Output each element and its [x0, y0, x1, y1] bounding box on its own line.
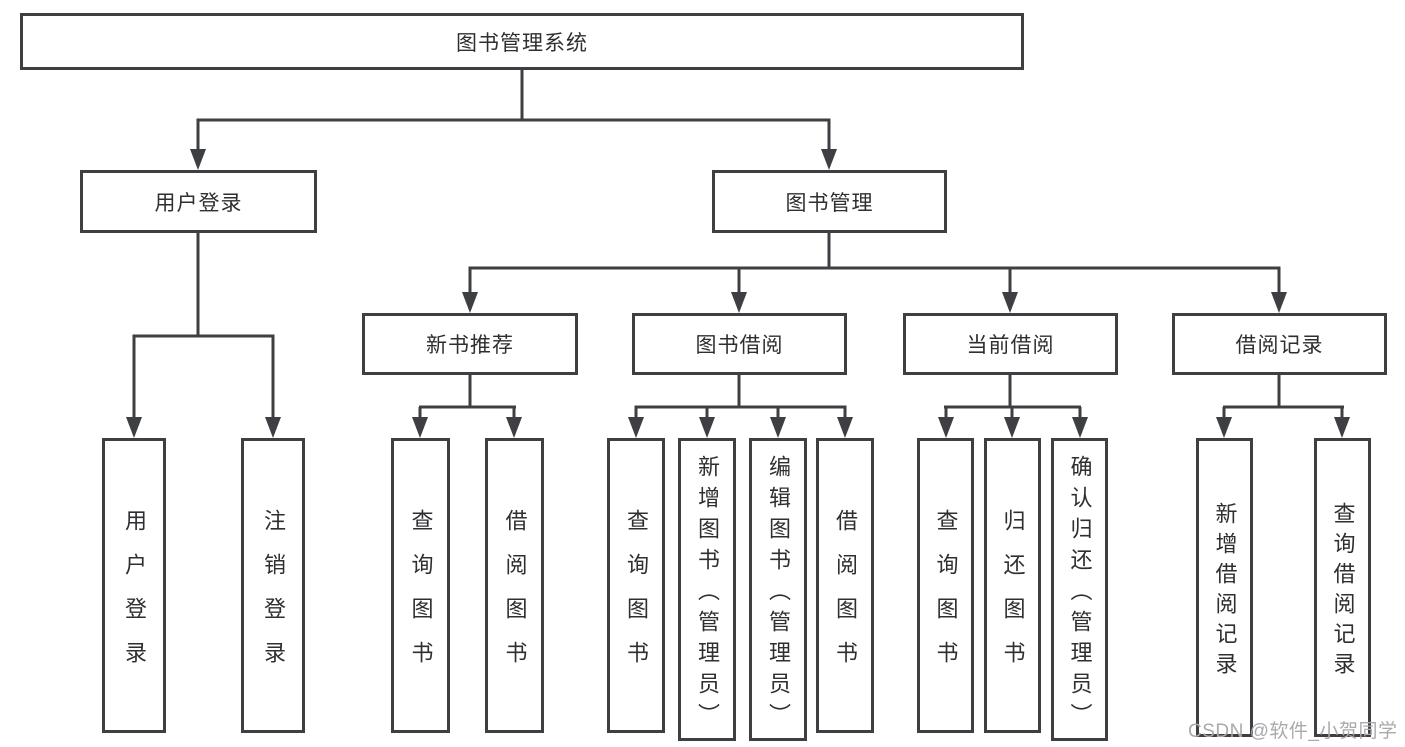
node-borrow-record: 借阅记录 — [1172, 313, 1387, 375]
node-label: 图书借阅 — [695, 334, 784, 357]
leaf-add-book-admin: 新增图书（管理员） — [678, 438, 736, 741]
node-label: 借阅记录 — [1235, 334, 1324, 357]
leaf-query-book-recommend: 查询图书 — [391, 438, 450, 733]
node-current-borrow: 当前借阅 — [903, 313, 1118, 375]
node-label: 新增图书（管理员） — [695, 454, 720, 734]
node-label: 借阅图书 — [833, 508, 858, 685]
csdn-watermark: CSDN @软件_小贺同学 — [1188, 721, 1398, 742]
node-user-login: 用户登录 — [80, 170, 317, 233]
leaf-query-book-borrow: 查询图书 — [607, 438, 665, 733]
node-label: 编辑图书（管理员） — [766, 454, 791, 734]
leaf-query-book-current: 查询图书 — [917, 438, 974, 733]
node-label: 注销登录 — [261, 508, 286, 685]
node-book-borrow: 图书借阅 — [632, 313, 847, 375]
leaf-borrow-book-recommend: 借阅图书 — [485, 438, 544, 733]
node-label: 查询借阅记录 — [1330, 501, 1356, 682]
leaf-logout: 注销登录 — [241, 438, 305, 733]
node-label: 新书推荐 — [426, 334, 514, 357]
node-label: 当前借阅 — [966, 334, 1055, 357]
node-book-management: 图书管理 — [712, 170, 947, 233]
node-root: 图书管理系统 — [20, 13, 1024, 70]
leaf-return-book: 归还图书 — [984, 438, 1041, 733]
node-label: 用户登录 — [154, 191, 243, 215]
leaf-user-login: 用户登录 — [102, 438, 166, 733]
node-label: 新增借阅记录 — [1212, 501, 1238, 682]
leaf-confirm-return-admin: 确认归还（管理员） — [1051, 438, 1108, 741]
node-label: 查询图书 — [933, 508, 959, 685]
leaf-edit-book-admin: 编辑图书（管理员） — [749, 438, 807, 741]
node-label: 用户登录 — [122, 508, 147, 685]
node-label: 查询图书 — [624, 508, 649, 685]
node-label: 查询图书 — [408, 508, 434, 685]
node-label: 图书管理系统 — [456, 31, 588, 55]
leaf-borrow-book: 借阅图书 — [816, 438, 874, 733]
node-label: 借阅图书 — [502, 508, 528, 685]
node-new-book-recommend: 新书推荐 — [362, 313, 578, 375]
leaf-query-borrow-record: 查询借阅记录 — [1314, 438, 1371, 737]
leaf-add-borrow-record: 新增借阅记录 — [1196, 438, 1253, 737]
node-label: 归还图书 — [1000, 508, 1026, 685]
node-label: 图书管理 — [785, 191, 874, 215]
node-label: 确认归还（管理员） — [1067, 454, 1093, 734]
